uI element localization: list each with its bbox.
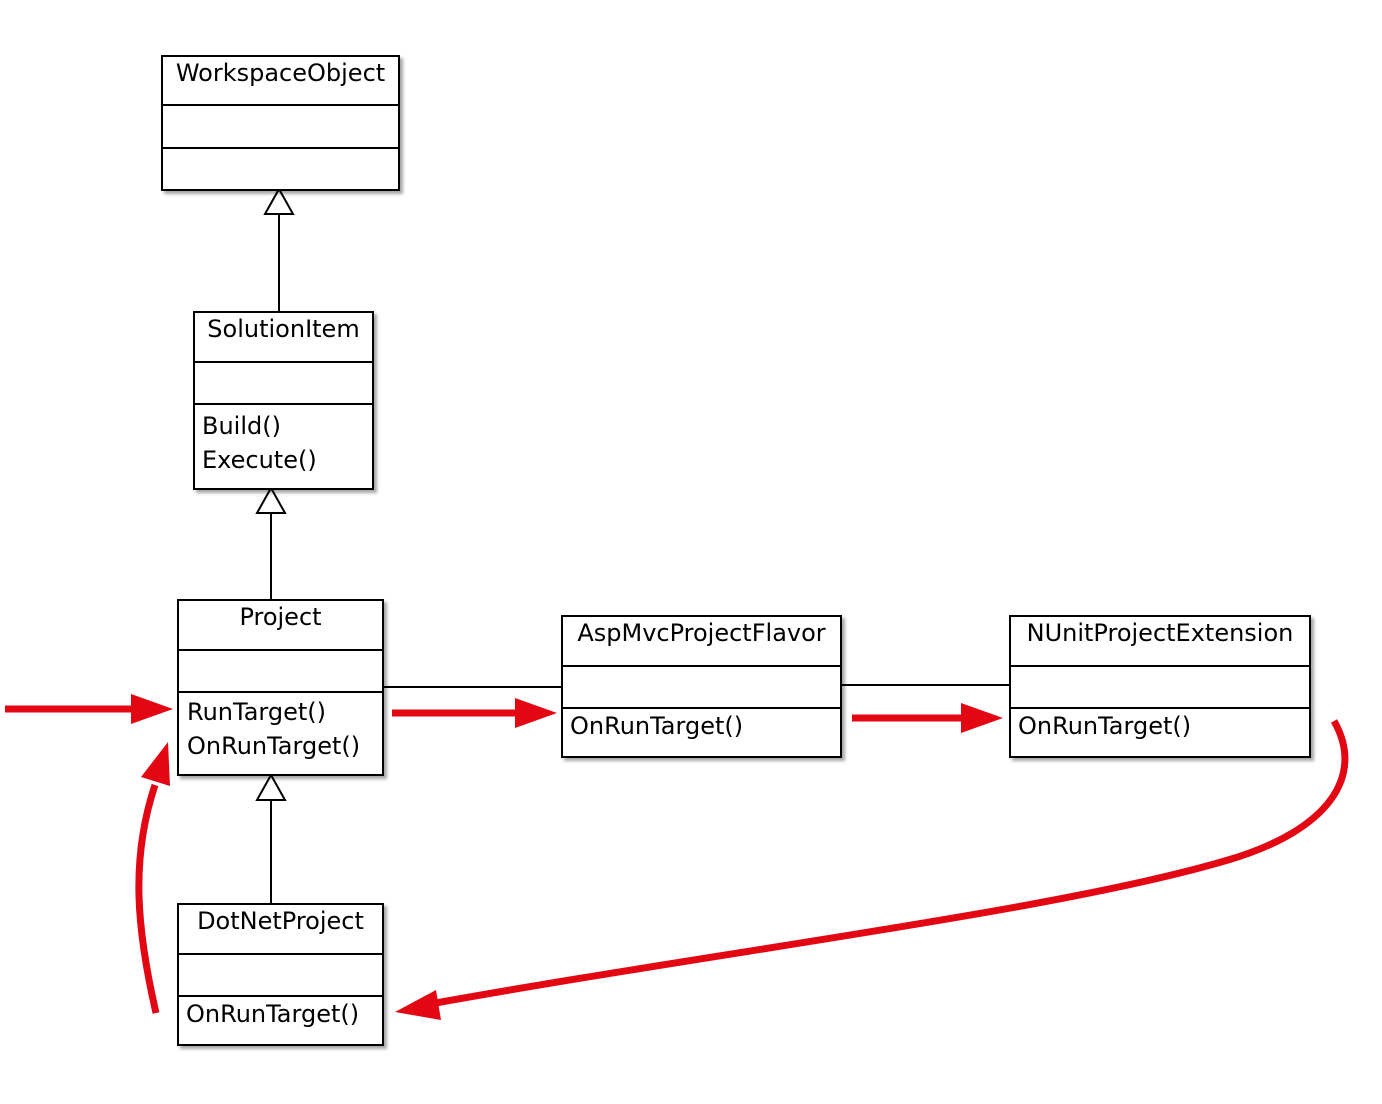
- generalization-triangle-solutionitem: [255, 485, 287, 514]
- class-name: AspMvcProjectFlavor: [563, 617, 840, 667]
- generalization-triangle-workspaceobject: [263, 186, 295, 215]
- flow-arrowhead-external-to-runtarget: [131, 694, 173, 724]
- class-workspaceobject[interactable]: WorkspaceObject: [161, 55, 400, 191]
- flow-arrowhead-runtarget-to-aspmvc: [515, 698, 557, 728]
- operation-build: Build(): [202, 412, 281, 440]
- operation-onruntarget: OnRunTarget(): [1018, 712, 1192, 740]
- class-attributes: [563, 667, 840, 709]
- flow-arrowhead-aspmvc-to-nunit: [961, 703, 1003, 733]
- class-name: DotNetProject: [179, 905, 382, 955]
- flow-arrowhead-dotnetproject-to-project: [141, 742, 170, 786]
- operation-runtarget: RunTarget(): [187, 698, 326, 726]
- class-name: Project: [179, 601, 382, 651]
- flow-arrow-nunit-to-dotnetproject: [429, 719, 1349, 1008]
- operation-onruntarget: OnRunTarget(): [187, 732, 361, 760]
- class-operations: OnRunTarget(): [1011, 709, 1309, 756]
- class-dotnetproject[interactable]: DotNetProject OnRunTarget(): [177, 903, 384, 1046]
- class-solutionitem[interactable]: SolutionItem Build() Execute(): [193, 311, 374, 490]
- operation-onruntarget: OnRunTarget(): [570, 712, 744, 740]
- flow-arrow-dotnetproject-to-project: [135, 783, 160, 1014]
- class-operations: RunTarget() OnRunTarget(): [179, 693, 382, 774]
- class-name: SolutionItem: [195, 313, 372, 363]
- flow-arrowhead-nunit-to-dotnetproject: [395, 990, 441, 1020]
- class-attributes: [163, 106, 398, 149]
- class-operations: OnRunTarget(): [563, 709, 840, 756]
- class-aspmvcprojectflavor[interactable]: AspMvcProjectFlavor OnRunTarget(): [561, 615, 842, 758]
- class-attributes: [195, 363, 372, 405]
- generalization-triangle-project: [255, 772, 287, 801]
- operation-execute: Execute(): [202, 446, 317, 474]
- class-operations: OnRunTarget(): [179, 997, 382, 1044]
- class-name: WorkspaceObject: [163, 57, 398, 106]
- class-project[interactable]: Project RunTarget() OnRunTarget(): [177, 599, 384, 776]
- class-name: NUnitProjectExtension: [1011, 617, 1309, 667]
- class-attributes: [179, 955, 382, 997]
- class-attributes: [1011, 667, 1309, 709]
- class-nunitprojectextension[interactable]: NUnitProjectExtension OnRunTarget(): [1009, 615, 1311, 758]
- class-operations: Build() Execute(): [195, 405, 372, 488]
- class-attributes: [179, 651, 382, 693]
- operation-onruntarget: OnRunTarget(): [186, 1000, 360, 1028]
